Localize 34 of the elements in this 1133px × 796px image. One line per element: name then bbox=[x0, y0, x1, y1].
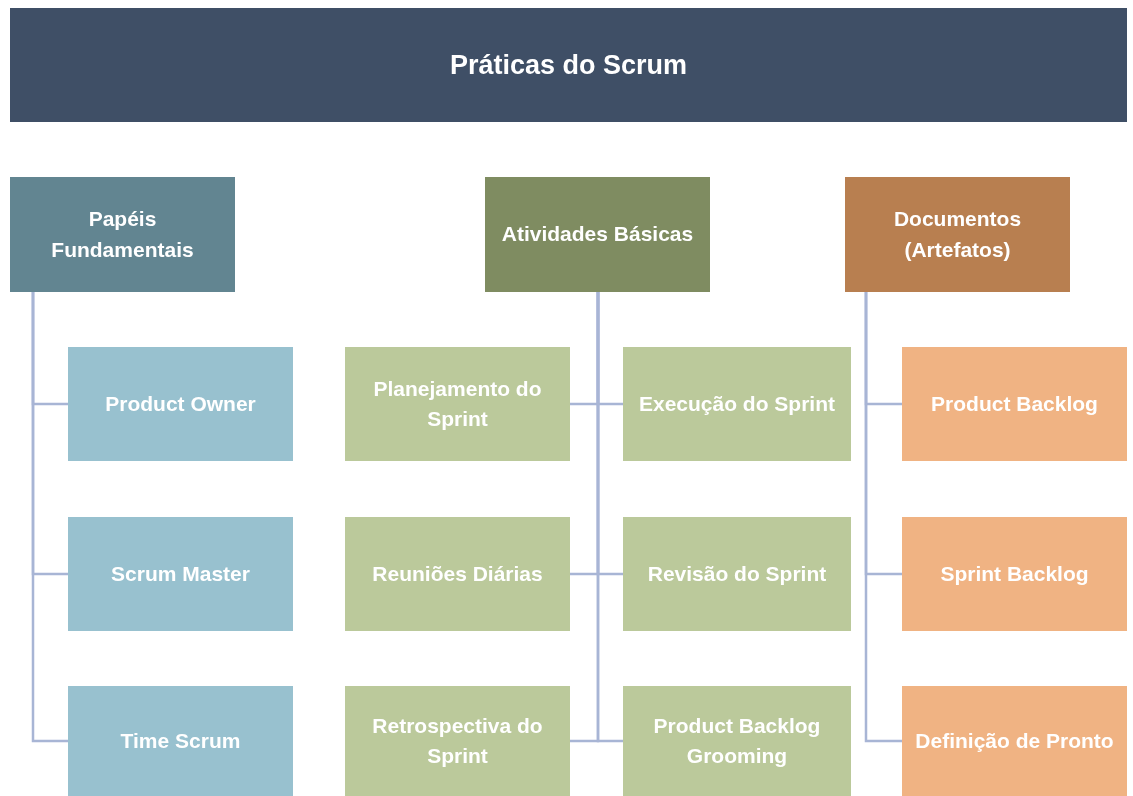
role-box bbox=[68, 517, 293, 631]
node-label: Planejamento do Sprint bbox=[372, 375, 543, 432]
activity-box bbox=[623, 517, 851, 631]
node-label: Reuniões Diárias bbox=[372, 560, 543, 587]
role-box bbox=[68, 347, 293, 461]
artifact-box bbox=[902, 686, 1127, 796]
node-label: Sprint Backlog bbox=[940, 560, 1089, 587]
role-box bbox=[68, 686, 293, 796]
node-label: Atividades Básicas bbox=[501, 221, 694, 248]
artifact-box bbox=[902, 517, 1127, 631]
connector-line bbox=[864, 292, 902, 743]
node-label: Papéis Fundamentais bbox=[50, 206, 195, 263]
artifact-box bbox=[902, 347, 1127, 461]
activity-box bbox=[345, 347, 570, 461]
node-label: Revisão do Sprint bbox=[647, 560, 827, 587]
node-label: Time Scrum bbox=[120, 727, 241, 754]
node-label: Product Backlog Grooming bbox=[652, 712, 822, 769]
activity-box bbox=[623, 686, 851, 796]
node-label: Product Owner bbox=[105, 390, 256, 417]
diagram-title: Práticas do Scrum bbox=[449, 49, 688, 81]
activity-box bbox=[345, 517, 570, 631]
connector-line bbox=[31, 292, 68, 743]
category-header bbox=[10, 177, 235, 292]
node-label: Execução do Sprint bbox=[638, 390, 835, 417]
category-header bbox=[845, 177, 1070, 292]
activity-box bbox=[623, 347, 851, 461]
activity-box bbox=[345, 686, 570, 796]
node-label: Scrum Master bbox=[111, 560, 250, 587]
node-label: Product Backlog bbox=[931, 390, 1098, 417]
node-label: Retrospectiva do Sprint bbox=[371, 712, 544, 769]
connector-line bbox=[596, 292, 623, 743]
category-header bbox=[485, 177, 710, 292]
node-label: Definição de Pronto bbox=[915, 727, 1114, 754]
node-label: Documentos (Artefatos) bbox=[892, 206, 1023, 263]
